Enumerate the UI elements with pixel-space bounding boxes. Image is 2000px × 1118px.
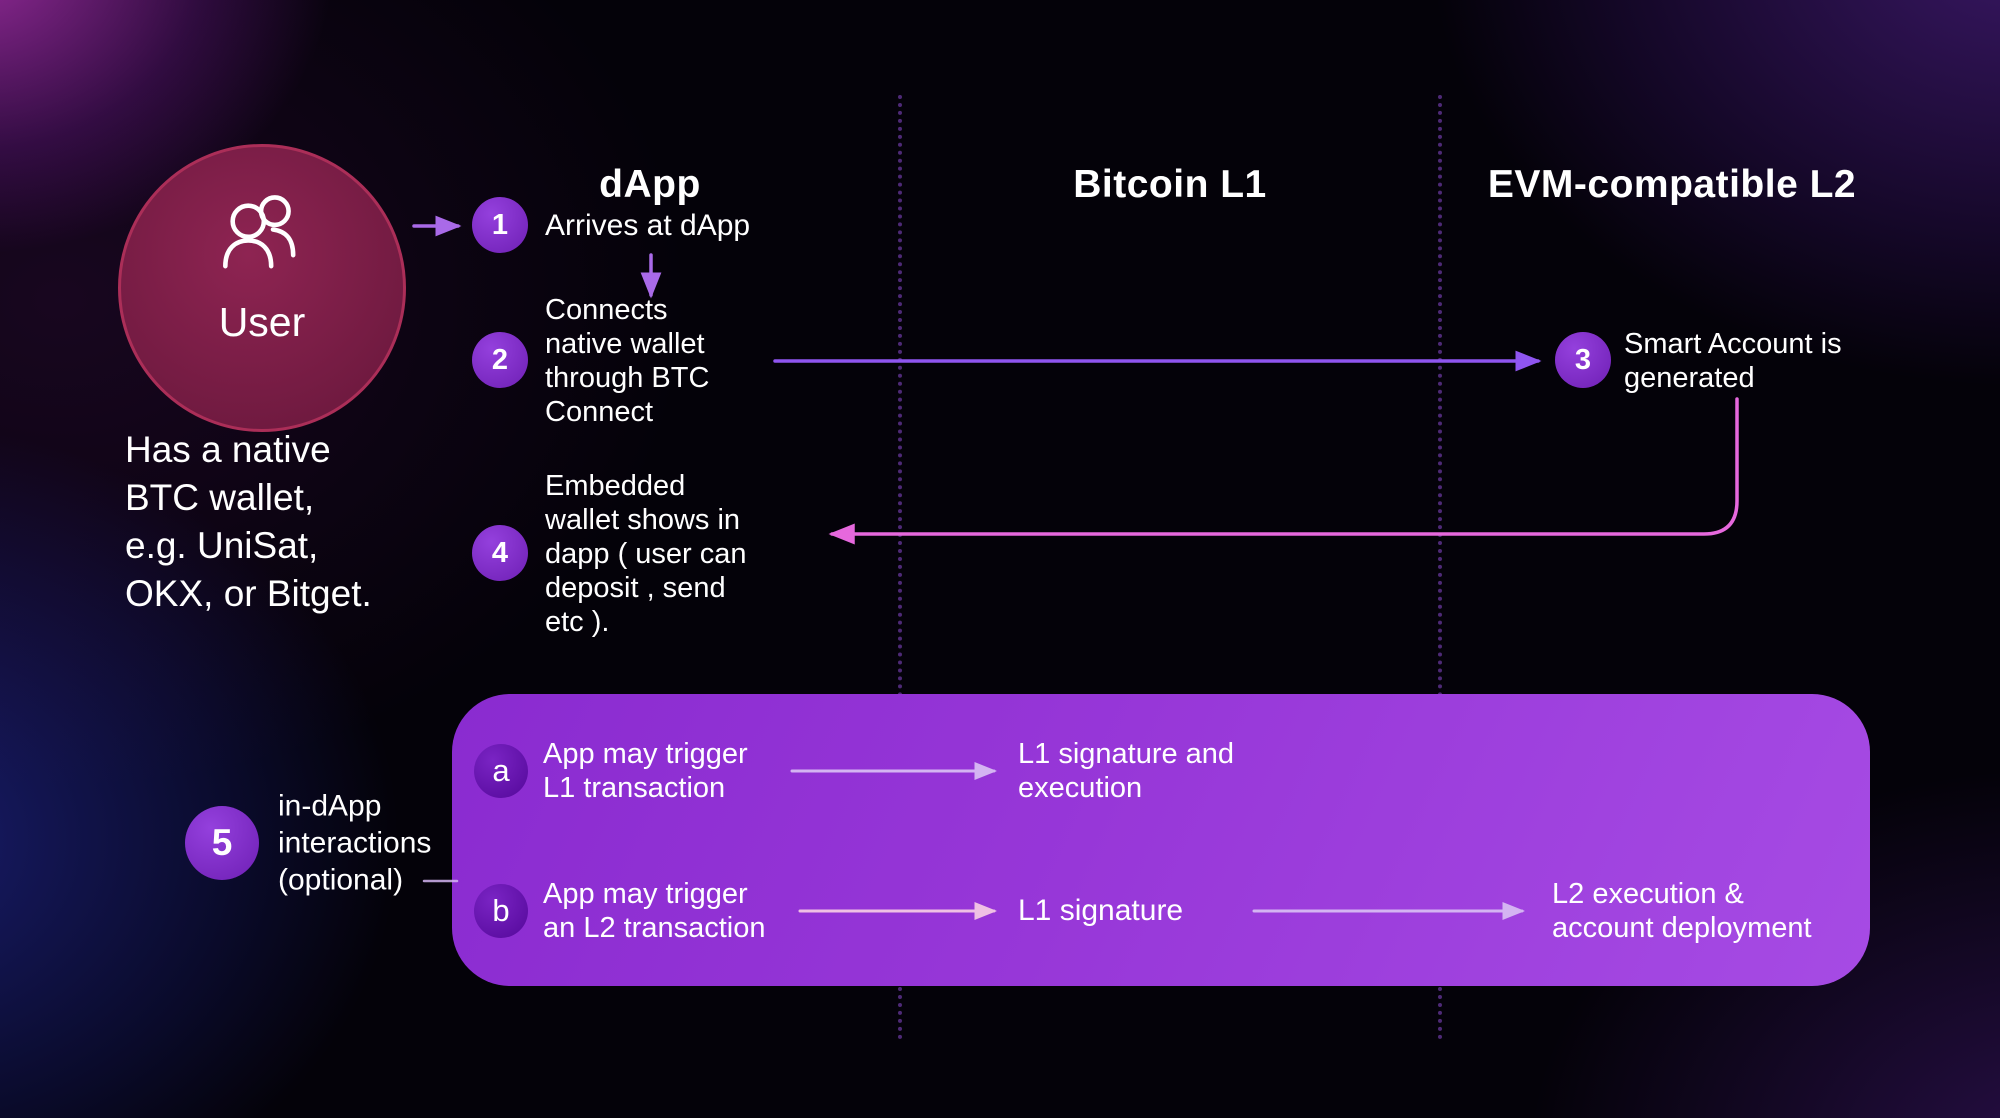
step-4-badge: 4 [472,525,528,581]
arrow-step3-to-step4 [828,397,1739,545]
step-b-result2-text: L2 execution & account deployment [1552,878,1812,944]
step-5-text: in-dApp interactions (optional) [278,789,432,897]
step-5-badge: 5 [185,806,259,880]
step-4-text: Embedded wallet shows in dapp ( user can… [545,470,747,638]
step-3-badge: 3 [1555,332,1611,388]
step-b-badge: b [474,884,528,938]
users-icon [223,195,296,269]
step-1-badge: 1 [472,197,528,253]
column-separator-1 [898,95,902,1040]
step-1-text: Arrives at dApp [545,209,751,242]
user-description: Has a native BTC wallet, e.g. UniSat, OK… [125,429,372,614]
optional-interactions-box [452,694,1870,986]
step-a-result-text: L1 signature and execution [1018,738,1235,804]
step-3-text: Smart Account is generated [1624,328,1842,394]
step-b-result1-text: L1 signature [1018,894,1184,927]
step-a-badge: a [474,744,528,798]
column-separator-2 [1438,95,1442,1040]
column-header-dapp: dApp [599,163,701,206]
step-2-text: Connects native wallet through BTC Conne… [545,294,710,428]
column-header-evm-l2: EVM-compatible L2 [1487,163,1857,206]
step-b-text: App may trigger an L2 transaction [543,878,766,944]
user-label: User [218,299,306,345]
user-avatar: User [118,144,406,432]
step-a-text: App may trigger L1 transaction [543,738,748,804]
step-2-badge: 2 [472,332,528,388]
column-header-bitcoin-l1: Bitcoin L1 [1073,163,1267,206]
